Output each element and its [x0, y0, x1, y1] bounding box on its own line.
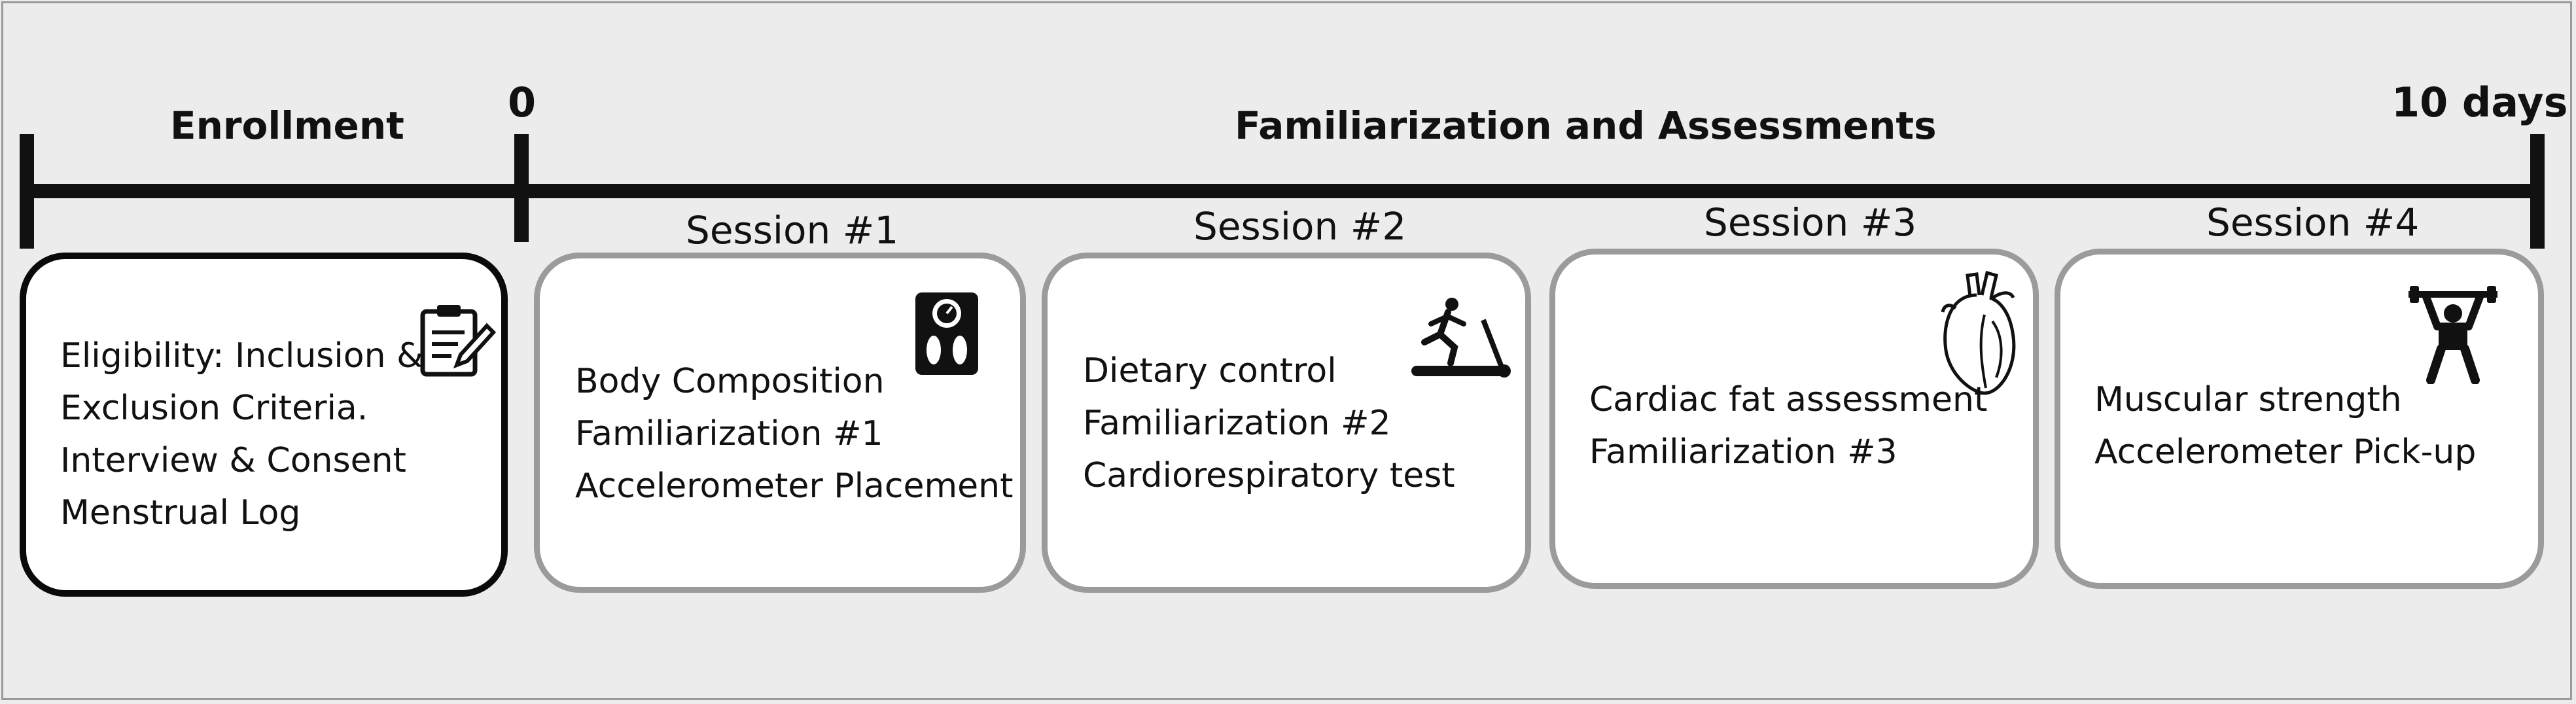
session-3-text: Cardiac fat assessment Familiarization #…	[1589, 374, 1987, 478]
session-line: Accelerometer Pick-up	[2094, 432, 2477, 472]
weightlifter-icon	[2408, 286, 2497, 384]
session-1-title: Session #1	[686, 208, 899, 253]
enrollment-line: Exclusion Criteria.	[60, 389, 368, 428]
enrollment-label: Enrollment	[170, 103, 404, 148]
session-3-box: Cardiac fat assessment Familiarization #…	[1549, 249, 2039, 589]
session-4-text: Muscular strength Accelerometer Pick-up	[2094, 374, 2476, 478]
body-scale-icon	[915, 292, 978, 375]
timeline-axis	[26, 184, 2544, 198]
session-1-box: Body Composition Familiarization #1 Acce…	[534, 253, 1026, 593]
timeline-end-label: 10 days	[2391, 79, 2568, 126]
enrollment-line: Eligibility: Inclusion &	[60, 336, 423, 376]
session-2-title: Session #2	[1193, 204, 1407, 249]
session-2-text: Dietary control Familiarization #2 Cardi…	[1083, 345, 1455, 502]
phase-label: Familiarization and Assessments	[1235, 103, 1937, 148]
timeline-end-tick	[2530, 134, 2545, 249]
session-4-title: Session #4	[2206, 200, 2420, 245]
enrollment-text: Eligibility: Inclusion & Exclusion Crite…	[60, 330, 423, 539]
timeline-start-label: 0	[508, 79, 537, 126]
session-3-title: Session #3	[1704, 200, 1917, 245]
session-2-box: Dietary control Familiarization #2 Cardi…	[1042, 253, 1531, 593]
session-line: Cardiorespiratory test	[1083, 456, 1455, 495]
session-line: Cardiac fat assessment	[1589, 380, 1988, 419]
session-line: Familiarization #2	[1083, 404, 1391, 443]
enrollment-line: Menstrual Log	[60, 493, 301, 533]
timeline-zero-tick	[514, 134, 529, 242]
session-1-text: Body Composition Familiarization #1 Acce…	[575, 355, 1014, 512]
treadmill-runner-icon	[1411, 298, 1511, 378]
session-line: Body Composition	[575, 362, 885, 401]
session-line: Dietary control	[1083, 351, 1337, 391]
clipboard-edit-icon	[420, 305, 497, 377]
enrollment-box: Eligibility: Inclusion & Exclusion Crite…	[20, 253, 508, 597]
session-line: Muscular strength	[2094, 380, 2402, 419]
enrollment-line: Interview & Consent	[60, 441, 406, 480]
session-line: Familiarization #3	[1589, 432, 1897, 472]
session-line: Familiarization #1	[575, 414, 883, 453]
heart-icon	[1941, 270, 2016, 395]
timeline-start-tick	[20, 134, 34, 249]
session-4-box: Muscular strength Accelerometer Pick-up	[2055, 249, 2544, 589]
session-line: Accelerometer Placement	[575, 466, 1014, 506]
